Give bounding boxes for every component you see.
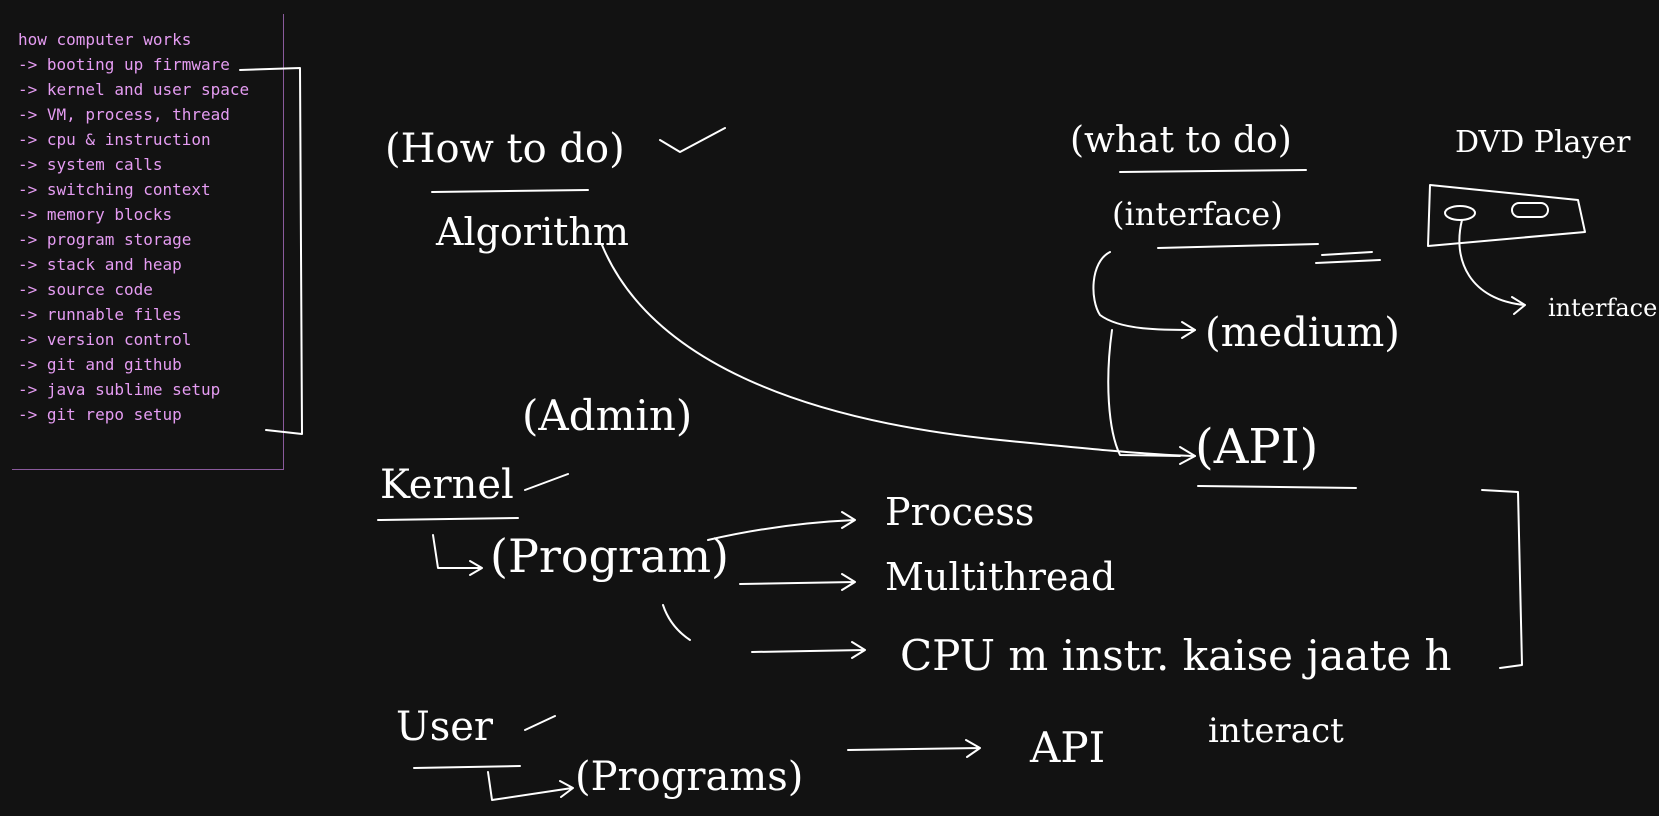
cpu-instruction-label: CPU m instr. kaise jaate h — [900, 631, 1452, 680]
program-label: (Program) — [490, 529, 729, 583]
topic-list-item: -> version control — [18, 330, 192, 349]
medium-arrowhead-icon — [1181, 321, 1196, 339]
topics-title: how computer works — [18, 30, 192, 49]
api-short-label: API — [1029, 723, 1105, 772]
interface-double-underline — [1315, 251, 1381, 264]
user-branch-arrow — [487, 771, 574, 801]
medium-label: (medium) — [1205, 310, 1400, 356]
topic-list-item: -> runnable files — [18, 305, 182, 324]
topics-panel — [12, 14, 284, 470]
branch-bracket — [1092, 251, 1196, 457]
dvd-interface-arrow — [1458, 219, 1526, 315]
dvd-player-label: DVD Player — [1455, 125, 1631, 160]
algorithm-label: Algorithm — [435, 210, 629, 254]
dvd-interface-label: interface — [1548, 294, 1657, 322]
topic-list-item: -> booting up firmware — [18, 55, 230, 74]
topic-list-item: -> program storage — [18, 230, 192, 249]
topic-list-item: -> kernel and user space — [18, 80, 250, 99]
checkmark-icon — [659, 127, 726, 153]
interface-label: (interface) — [1112, 195, 1283, 233]
programs-label: (Programs) — [575, 754, 803, 800]
topic-list-item: -> java sublime setup — [18, 380, 221, 399]
multithread-arrow — [739, 573, 856, 591]
programs-to-api-arrow — [847, 739, 981, 758]
topic-list-item: -> stack and heap — [18, 255, 182, 274]
api-label: (API) — [1195, 419, 1318, 475]
kernel-label: Kernel — [380, 462, 514, 508]
interact-label: interact — [1208, 711, 1344, 751]
api-underline — [1197, 485, 1357, 489]
cpu-arrow — [751, 641, 866, 659]
user-underline — [413, 715, 556, 769]
multithread-label: Multithread — [885, 555, 1115, 599]
topic-list-item: -> source code — [18, 280, 153, 299]
topic-list-item: -> system calls — [18, 155, 163, 174]
right-bracket — [1481, 489, 1523, 669]
topic-list-item: -> VM, process, thread — [18, 105, 230, 124]
topic-list-item: -> switching context — [18, 180, 211, 199]
topic-list-item: -> git repo setup — [18, 405, 182, 424]
dvd-button-icon — [1444, 205, 1476, 221]
how-to-do-label: (How to do) — [385, 126, 625, 172]
dvd-slot-icon — [1511, 202, 1549, 218]
dvd-player-box — [1427, 184, 1586, 247]
process-arrow — [707, 511, 856, 541]
process-label: Process — [885, 490, 1034, 534]
program-tick — [662, 604, 691, 641]
interface-underline — [1157, 243, 1319, 249]
what-to-do-underline — [1119, 169, 1307, 173]
kernel-branch-arrow — [432, 534, 483, 576]
topic-list-item: -> cpu & instruction — [18, 130, 211, 149]
kernel-underline — [377, 473, 569, 521]
topics-bracket — [239, 67, 303, 435]
arrowhead-icon — [1179, 446, 1196, 465]
user-label: User — [396, 704, 494, 750]
topic-list-item: -> git and github — [18, 355, 182, 374]
topic-list-item: -> memory blocks — [18, 205, 173, 224]
what-to-do-label: (what to do) — [1070, 120, 1292, 161]
algorithm-to-api-arrow — [601, 244, 1196, 457]
how-to-do-underline — [431, 189, 589, 193]
admin-label: (Admin) — [522, 391, 692, 440]
